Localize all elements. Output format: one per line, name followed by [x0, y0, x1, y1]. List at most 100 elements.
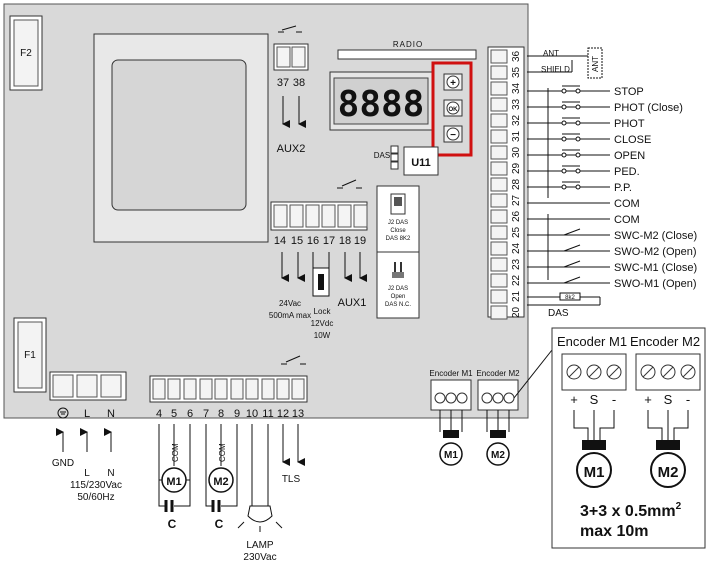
terminal-26: 26: [511, 210, 522, 222]
terminal-21: 21: [511, 290, 522, 302]
terminal-15: 15: [291, 235, 303, 247]
terminal-cell-29: [490, 161, 508, 176]
ok-button-label: OK: [449, 107, 459, 113]
terminal-9: 9: [234, 408, 240, 420]
terminal-16: 16: [307, 235, 319, 247]
contact-pin: [561, 152, 567, 158]
terminal-cell-21: [490, 289, 508, 304]
terminal-33: 33: [511, 98, 522, 110]
terminal-37: 37: [277, 77, 289, 89]
l-label: L: [84, 468, 90, 479]
terminal-block-4-13: 4 5 6 7 8 9 10 11 12 13 COM M1 C COM M2 …: [149, 355, 308, 563]
fuse-f1-label: F1: [24, 350, 36, 361]
terminal-11: 11: [262, 408, 273, 420]
limit-switch: [563, 260, 581, 268]
contact-pin: [575, 88, 581, 94]
limit-switch: [563, 276, 581, 284]
contact-pin: [575, 120, 581, 126]
terminal-36: 36: [511, 50, 522, 62]
com-label-m2: COM: [218, 443, 227, 462]
terminal-13: 13: [292, 408, 304, 420]
terminal-cell-24: [490, 241, 508, 256]
encoder-connectors: Encoder M1 Encoder M2 M1 M2: [429, 349, 553, 466]
aux1-label: AUX1: [338, 297, 367, 309]
contact-pin: [561, 136, 567, 142]
contact-pin: [561, 184, 567, 190]
input-label-2: PHOT: [614, 118, 645, 130]
cable-length: max 10m: [580, 523, 649, 540]
terminal-cell-25: [490, 225, 508, 240]
ant-label: ANT: [543, 49, 559, 58]
terminal-cell-27: [490, 193, 508, 208]
ground-icon: [57, 407, 69, 419]
minus-button[interactable]: −: [443, 125, 463, 143]
right-wiring: ANT SHIELD ANT 8k2 DAS: [527, 47, 603, 319]
encoder-m1-title: Encoder M1: [557, 334, 627, 349]
terminal-14: 14: [274, 235, 286, 247]
shield-label: SHIELD: [541, 65, 570, 74]
aux2-relay: 37 38 AUX2: [273, 25, 309, 155]
terminal-l: L: [84, 408, 90, 420]
input-label-6: P.P.: [614, 182, 632, 194]
contact-pin: [575, 168, 581, 174]
contact-pin: [575, 104, 581, 110]
terminal-12: 12: [277, 408, 289, 420]
j2-open-line3: DAS N.C.: [385, 302, 411, 308]
terminal-27: 27: [511, 194, 522, 206]
terminal-34: 34: [511, 82, 522, 94]
enc-m1-pin-s: S: [590, 392, 599, 407]
encoder-motor-m1-label: M1: [444, 450, 458, 461]
control-buttons: + OK −: [431, 61, 473, 157]
terminal-cell-28: [490, 177, 508, 192]
enc-m2-pin-plus: +: [644, 392, 652, 407]
terminal-24: 24: [511, 242, 522, 254]
mains-label-2: 50/60Hz: [77, 492, 114, 503]
terminal-4: 4: [156, 408, 162, 420]
terminal-cell-35: [490, 65, 508, 80]
terminal-block-14-19: 14 15 16 17 18 19 24Vac 500mA max Lock 1…: [269, 179, 368, 340]
j2-close-line3: DAS 8K2: [386, 236, 411, 242]
terminal-38: 38: [293, 77, 305, 89]
terminal-5: 5: [171, 408, 177, 420]
das-input-label: DAS: [548, 308, 569, 319]
power-terminal-block: L N GND L N 115/230Vac 50/60Hz: [49, 371, 127, 503]
fuse-f2-label: F2: [20, 48, 32, 59]
contact-pin: [561, 168, 567, 174]
minus-icon: −: [450, 130, 456, 141]
j2-close-line2: Close: [390, 228, 406, 234]
das-label: DAS: [374, 151, 390, 160]
terminal-35: 35: [511, 66, 522, 78]
plus-button[interactable]: +: [443, 73, 463, 91]
terminal-cell-20: [490, 305, 508, 320]
enc-box-m1-label: M1: [584, 464, 605, 481]
terminal-25: 25: [511, 226, 522, 238]
terminal-18: 18: [339, 235, 351, 247]
highlight-box: [431, 61, 473, 157]
terminal-29: 29: [511, 162, 522, 174]
contact-pin: [575, 136, 581, 142]
enc-m1-pin-minus: -: [612, 392, 616, 407]
contact-pin: [561, 88, 567, 94]
radio-label: RADIO: [393, 40, 423, 49]
supply-label-1: 24Vac: [279, 299, 301, 308]
motor-m1-label: M1: [166, 476, 181, 488]
enc-m2-pin-minus: -: [686, 392, 690, 407]
input-label-4: OPEN: [614, 150, 645, 162]
j2-open-line2: Open: [391, 294, 406, 300]
terminal-cell-32: [490, 113, 508, 128]
lock-label-3: 10W: [314, 331, 331, 340]
seven-segment-display: 8888: [338, 84, 425, 125]
ok-button[interactable]: OK: [443, 99, 463, 117]
terminal-cell-36: [490, 49, 508, 64]
terminal-cell-22: [490, 273, 508, 288]
limit-label-3: SWC-M1 (Close): [614, 262, 697, 274]
capacitor-m2-label: C: [215, 517, 224, 531]
input-label-5: PED.: [614, 166, 640, 178]
j2-open-line1: J2 DAS: [388, 286, 408, 292]
encoder-m1-small-label: Encoder M1: [429, 369, 473, 378]
enc-box-m2-label: M2: [658, 464, 679, 481]
mains-label-1: 115/230Vac: [70, 480, 122, 491]
display-module: 8888: [329, 71, 433, 131]
supply-label-2: 500mA max: [269, 311, 311, 320]
terminal-19: 19: [354, 235, 366, 247]
